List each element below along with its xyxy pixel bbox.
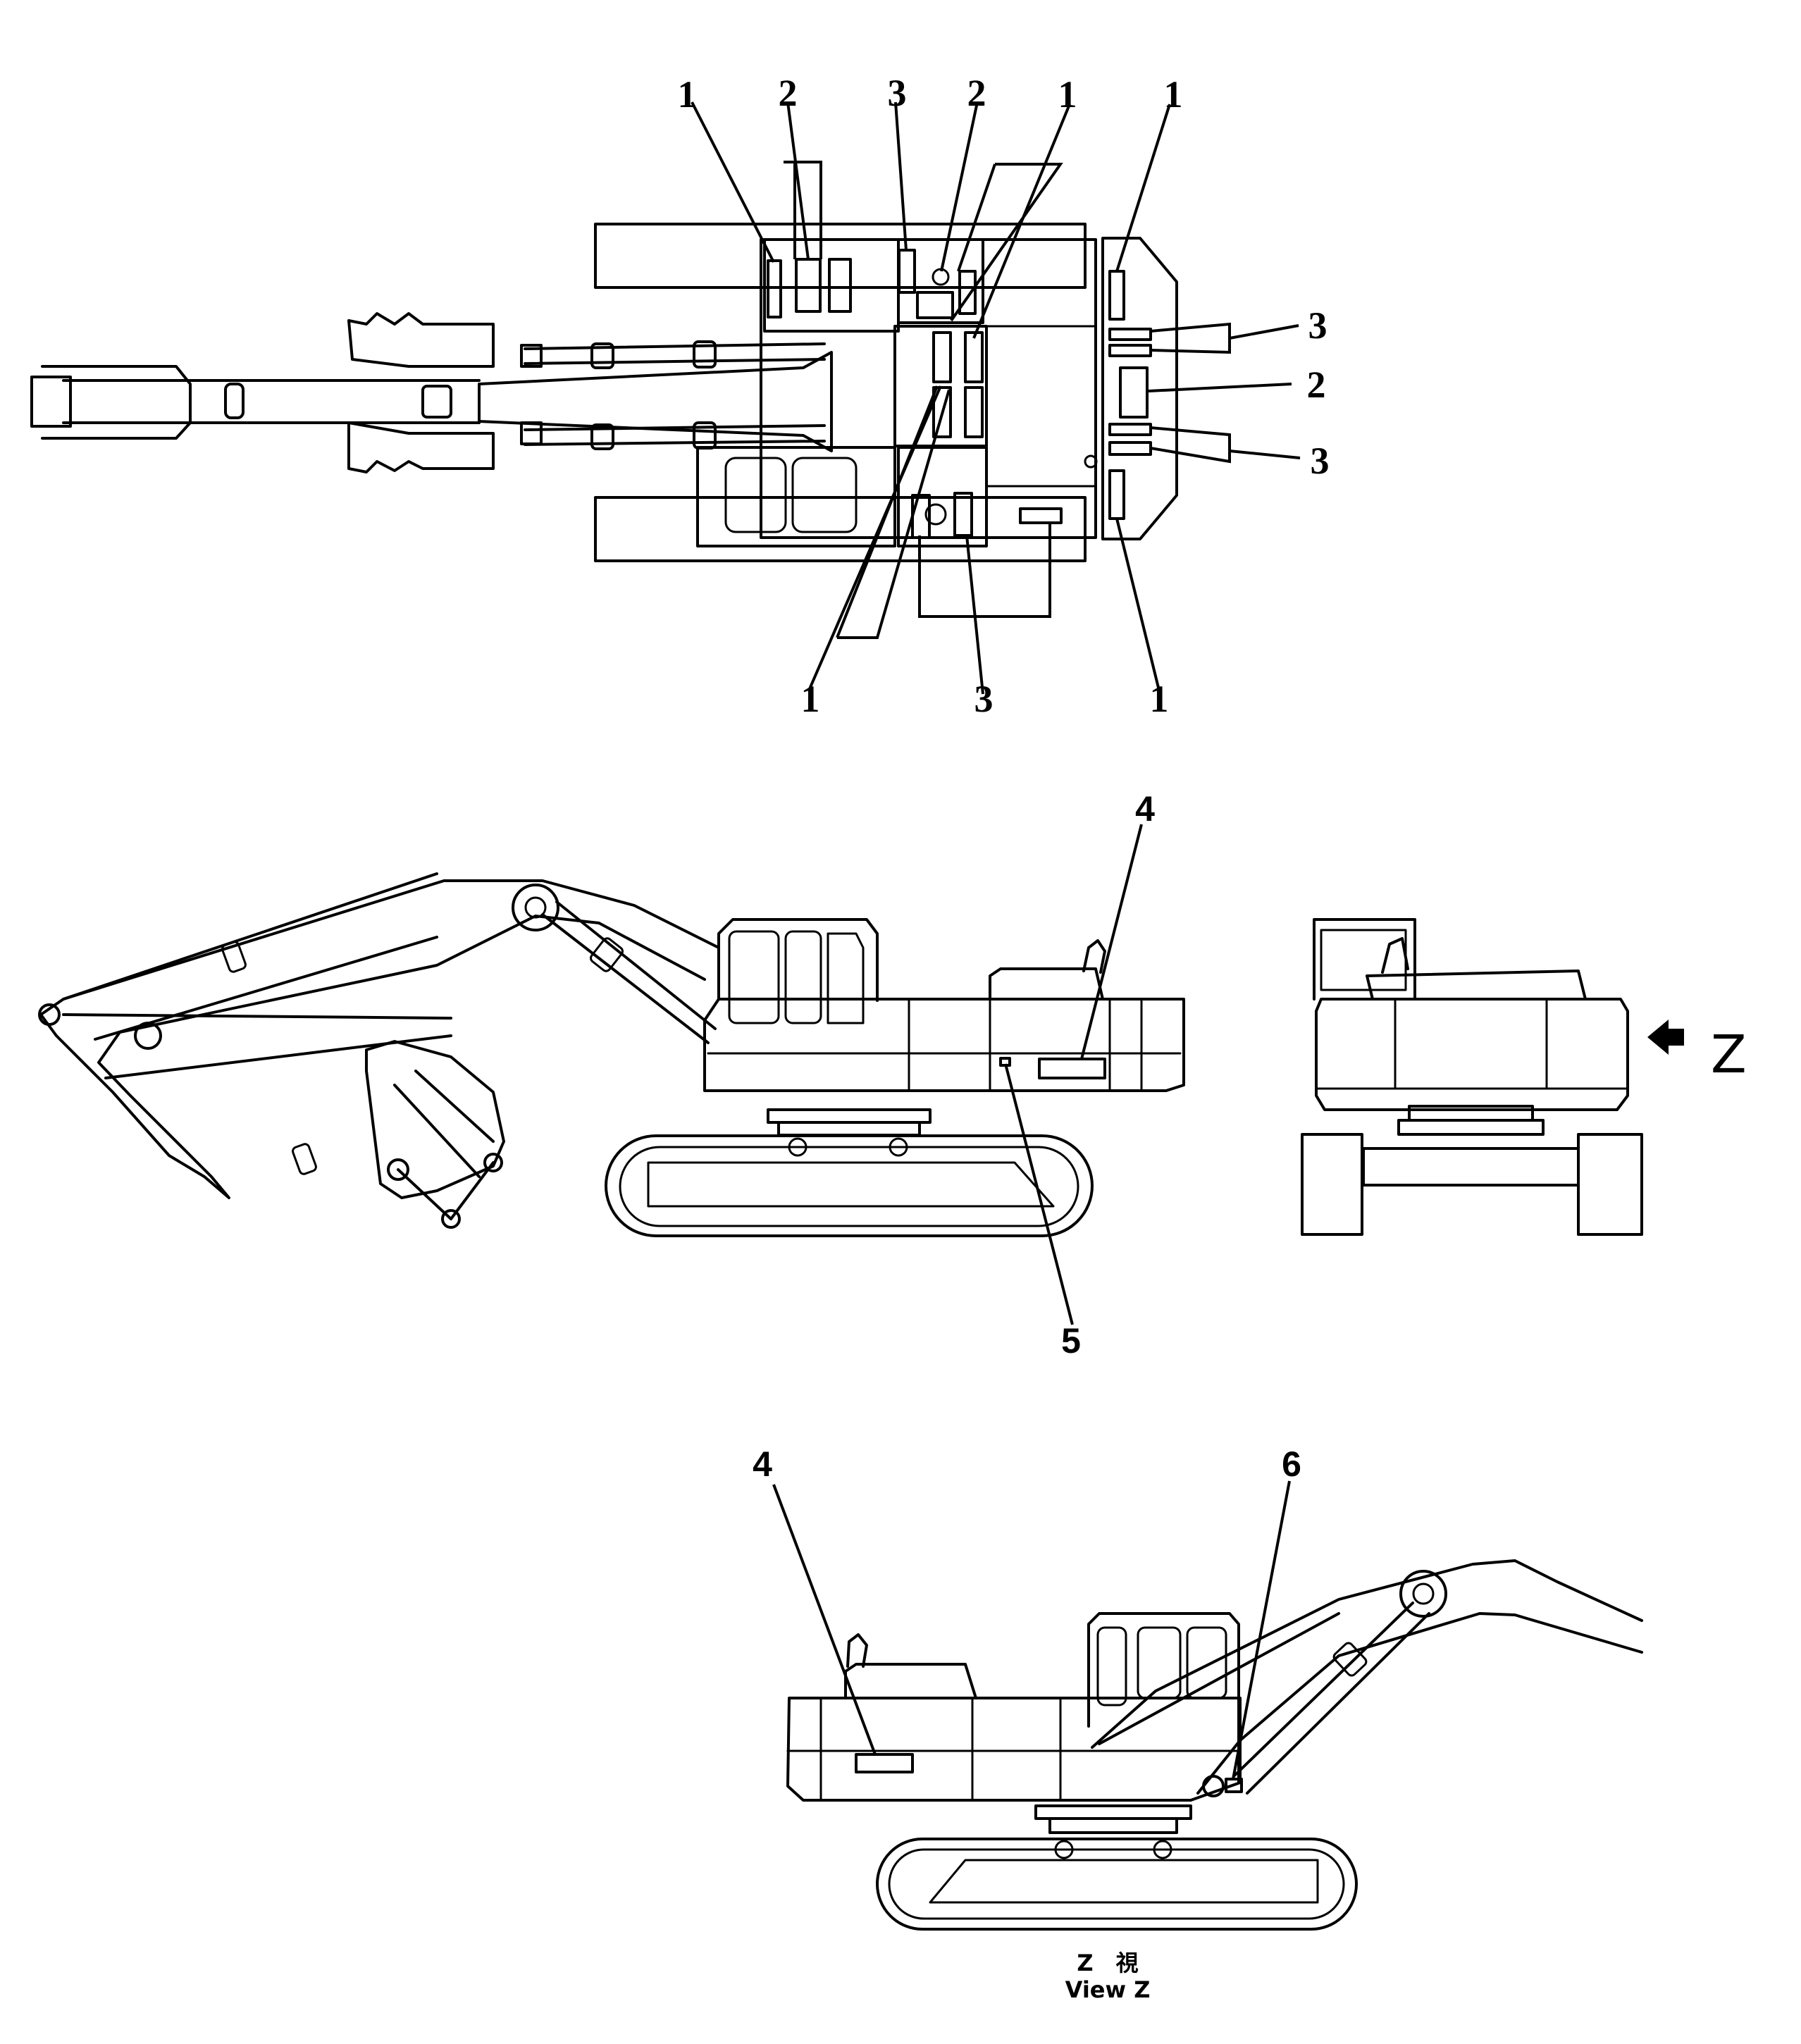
rear-view-drawing — [1301, 918, 1684, 1236]
callout-5: 5 — [1061, 1321, 1081, 1361]
callout-6: 6 — [1282, 1444, 1301, 1484]
callout-2: 2 — [779, 72, 798, 114]
callout-3: 3 — [888, 72, 907, 114]
callout-4: 4 — [1135, 789, 1155, 829]
top-view-callouts: 1 2 3 2 1 1 3 2 3 1 3 1 — [678, 72, 1330, 720]
view-z-callouts: 4 6 — [753, 1444, 1301, 1484]
callout-2: 2 — [967, 72, 986, 114]
callout-3: 3 — [974, 678, 994, 720]
view-z-arrow-label: Z — [1711, 1024, 1747, 1085]
callout-1: 1 — [801, 678, 820, 720]
callout-3: 3 — [1308, 304, 1327, 347]
callout-4: 4 — [753, 1444, 772, 1484]
side-view-drawing — [38, 824, 1185, 1325]
view-z-caption-japanese: Z 視 — [1077, 1950, 1138, 1976]
callout-2: 2 — [1307, 364, 1326, 406]
top-view-drawing — [30, 101, 1301, 695]
callout-3: 3 — [1311, 440, 1330, 482]
callout-1: 1 — [1164, 73, 1183, 116]
view-z-caption: View Z — [1065, 1976, 1151, 2003]
callout-1: 1 — [1058, 73, 1077, 116]
callout-1: 1 — [1150, 678, 1169, 720]
view-z-drawing — [772, 1480, 1643, 1931]
callout-1: 1 — [678, 73, 697, 116]
side-view-callouts: 4 5 — [1061, 789, 1155, 1361]
